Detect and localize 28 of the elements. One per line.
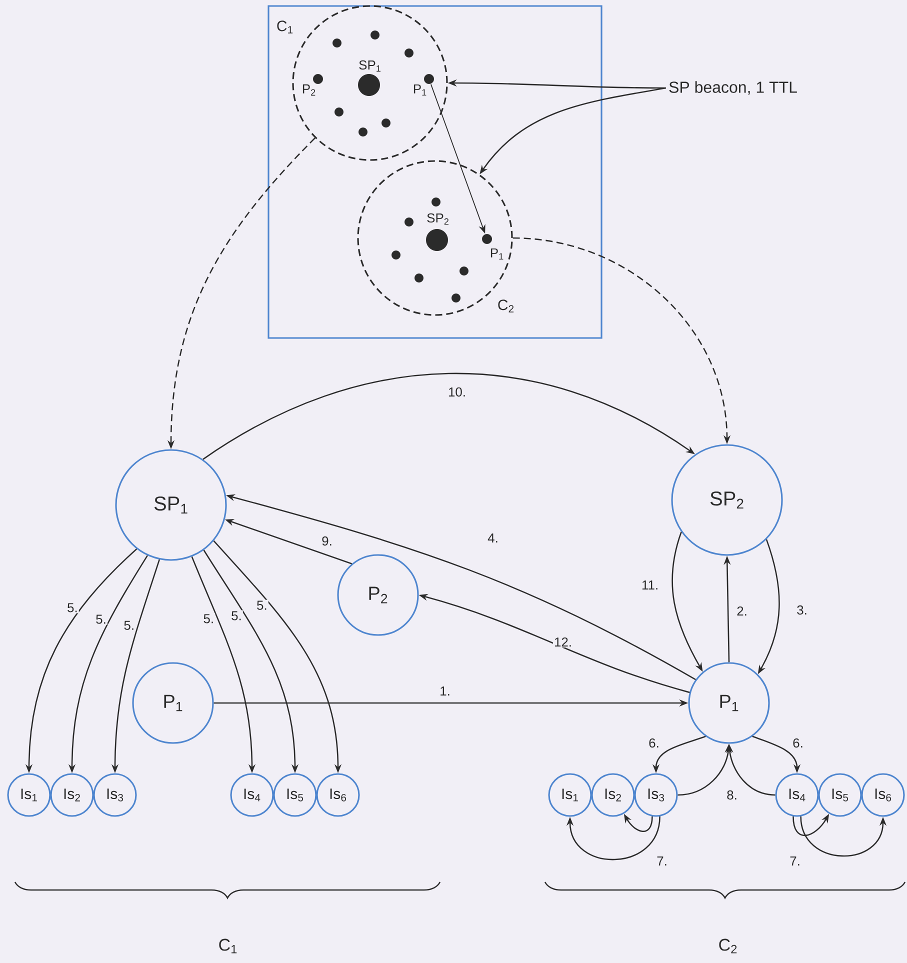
cluster-label: C$_{2}$ [719,938,737,954]
node-label: C$_{1}$ [277,20,293,34]
edge-label: 7. [788,856,802,866]
edge-label: 2. [736,605,748,617]
edge-label: 3. [796,604,808,616]
edge-label: 11. [640,580,660,590]
node-label: P$_{2}$ [302,84,316,96]
node-label: P$_{1}$ [490,248,504,260]
edge-label: 6. [648,737,660,749]
edge-label: 8. [726,789,738,801]
frame-box [268,5,602,339]
edge-label: 5. [230,610,243,622]
edge-label: 1. [438,686,452,696]
edge-label: 7. [656,856,668,866]
edge-label: 5. [66,602,79,614]
edge-label: 4. [486,532,500,544]
edge-label: 9. [320,535,334,547]
node-label: P$_{1}$ [414,84,426,96]
edge-label: 5. [202,613,216,624]
edge-label: 6. [792,737,804,749]
cluster-label: C$_{1}$ [219,938,237,954]
node-label: SP$_{2}$ [427,213,448,225]
edge-label: 5. [94,614,108,625]
edge-label: 5. [122,620,136,631]
node-label: SP$_{1}$ [359,60,381,72]
arrow [566,816,660,860]
edge-label: 5. [256,600,268,611]
beacon-text: SP beacon, 1 TTL [669,81,797,95]
